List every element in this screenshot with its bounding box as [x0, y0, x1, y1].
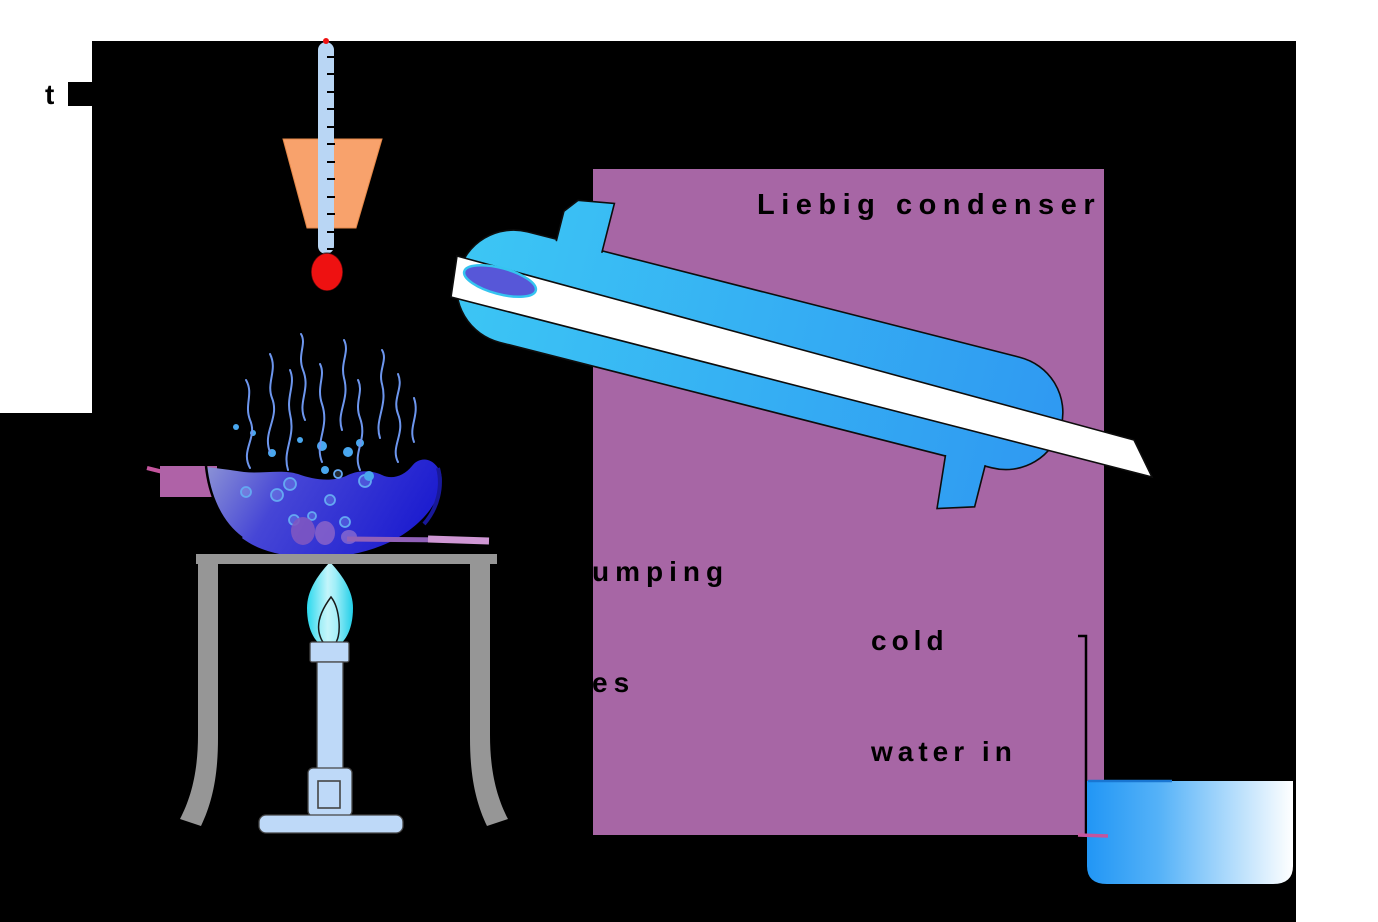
condenser-arm-top-outline [555, 199, 616, 254]
white-margin-top [0, 0, 1378, 41]
condenser-arm-bottom [937, 449, 987, 509]
white-margin-right [1296, 41, 1378, 922]
beaker-water [1087, 781, 1293, 884]
label-granules-line1: umping [592, 556, 730, 587]
flask-outline-left [204, 465, 243, 540]
steam-bubbles [233, 424, 374, 481]
beaker-outline [1078, 634, 1296, 888]
thermometer-tube [318, 42, 334, 254]
label-granules-line2: es [592, 667, 636, 698]
condenser-arm-top [552, 200, 615, 268]
black-block [68, 82, 93, 106]
distilled-water-pointer [1077, 833, 1109, 838]
label-granules-partial: umping es [592, 479, 729, 775]
thermometer-tip [323, 38, 329, 44]
flask-liquid [206, 459, 442, 558]
anti-bumping-granules [291, 517, 357, 545]
flask-shadow-right [422, 467, 442, 526]
thermometer-ticks [327, 56, 335, 250]
condensed-distillate [462, 263, 538, 299]
label-cold-water-line1: cold [871, 625, 949, 656]
label-thermometer-partial: t [45, 79, 55, 110]
thermometer-bulb [310, 252, 344, 292]
condenser-inner-tube [450, 254, 1154, 479]
label-distilled-water: distilled water [861, 777, 1012, 922]
condenser-arm-bottom-outline [936, 454, 987, 510]
solution-pointer-dash [427, 535, 490, 545]
bunsen-burner [258, 641, 404, 834]
vapor-lines [245, 333, 417, 471]
label-cold-water-in: cold water in [871, 548, 1017, 844]
liquid-bubbles [240, 469, 372, 528]
label-liebig-condenser: Liebig condenser [757, 189, 1102, 221]
label-distilled-line1: distilled [861, 856, 1012, 887]
tripod [180, 554, 508, 826]
label-cold-water-line2: water in [871, 736, 1017, 767]
